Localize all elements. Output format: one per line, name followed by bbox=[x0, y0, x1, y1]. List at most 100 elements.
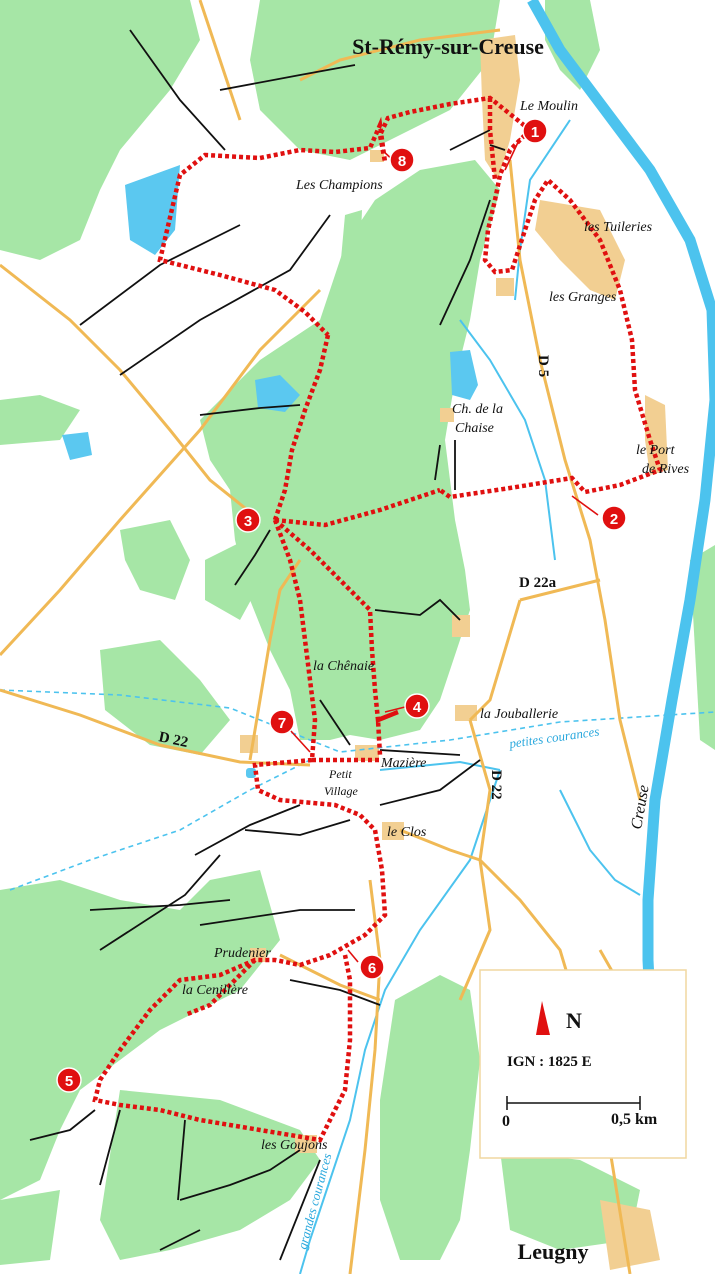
trail-23 bbox=[177, 1119, 186, 1201]
road-clos bbox=[399, 828, 481, 862]
settlement-port bbox=[645, 395, 668, 475]
road-d22-west bbox=[0, 688, 311, 767]
lake-central bbox=[255, 375, 300, 412]
town-label-north: St-Rémy-sur-Creuse bbox=[352, 34, 544, 59]
place-label-petit-line2: Village bbox=[324, 784, 358, 798]
settlement-chenaie bbox=[452, 615, 470, 637]
legend-box: N IGN : 1825 E 0 0,5 km bbox=[479, 969, 687, 1159]
road-long-west bbox=[0, 288, 322, 657]
forest-east-edge bbox=[690, 545, 715, 750]
place-label-le-moulin: Le Moulin bbox=[519, 99, 578, 114]
waypoint-number: 5 bbox=[65, 1073, 73, 1090]
stream-east bbox=[559, 789, 641, 896]
waypoint-marker[interactable]: 7 bbox=[269, 709, 295, 735]
forest-top-east bbox=[545, 0, 600, 90]
forest-top-center bbox=[250, 0, 500, 160]
town-label-south: Leugny bbox=[518, 1239, 589, 1264]
forest-central bbox=[200, 160, 500, 740]
place-label-le-clos: le Clos bbox=[387, 825, 427, 840]
waypoint-marker[interactable]: 2 bbox=[601, 505, 627, 531]
road-label-d22a: D 22a bbox=[519, 575, 557, 591]
place-label-prudenier: Prudenier bbox=[213, 946, 271, 961]
road-labels: D 5 D 22a D 22 D 22 bbox=[157, 355, 556, 800]
river-small-channel bbox=[514, 119, 571, 301]
waypoint-marker[interactable]: 5 bbox=[56, 1067, 82, 1093]
trail-27 bbox=[489, 144, 506, 151]
route-cenillere-loop bbox=[92, 954, 353, 1143]
trail-17 bbox=[99, 854, 221, 951]
stream-chaise bbox=[459, 319, 556, 561]
trail-18 bbox=[199, 909, 355, 926]
trail-12 bbox=[319, 699, 351, 746]
road-top-center bbox=[198, 0, 242, 121]
forest-left-edge bbox=[0, 395, 80, 445]
place-label-les-tuileries: les Tuileries bbox=[584, 220, 653, 235]
forest-far-southwest bbox=[0, 1190, 60, 1265]
trail-1 bbox=[129, 29, 226, 151]
road-south-west bbox=[348, 879, 382, 1274]
waypoint-marker[interactable]: 6 bbox=[359, 954, 385, 980]
lake-chaise bbox=[450, 350, 478, 400]
trail-5 bbox=[199, 404, 301, 416]
trail-19 bbox=[244, 819, 351, 836]
waypoint-marker[interactable]: 3 bbox=[235, 507, 261, 533]
legend-north-label: N bbox=[566, 1008, 582, 1033]
route-champions-loop bbox=[487, 98, 498, 181]
trail-11 bbox=[374, 598, 461, 621]
forest-southwest-2 bbox=[100, 1090, 320, 1260]
waypoints: 1 2 3 4 5 6 7 8 bbox=[56, 118, 627, 1093]
place-label-port-line2: de Rives bbox=[642, 462, 690, 477]
waypoint-number: 4 bbox=[413, 699, 422, 716]
lake-tiny bbox=[246, 768, 256, 778]
settlement-champions bbox=[370, 150, 384, 162]
trail-2 bbox=[219, 64, 356, 91]
waypoint-marker[interactable]: 4 bbox=[404, 693, 430, 719]
place-label-la-jouballerie: la Jouballerie bbox=[480, 707, 558, 722]
route-3-chenaie-east bbox=[273, 518, 399, 756]
waypoint-number: 7 bbox=[278, 715, 286, 732]
trail-20 bbox=[289, 979, 381, 1006]
road-d22a bbox=[519, 578, 601, 602]
waypoint-number: 6 bbox=[368, 960, 376, 977]
place-label-petit-line1: Petit bbox=[328, 767, 352, 781]
forest-northwest bbox=[0, 0, 200, 260]
forest-west-patch-2 bbox=[205, 540, 262, 620]
road-jouballerie bbox=[468, 599, 522, 722]
settlement-west bbox=[240, 735, 258, 753]
trail-13 bbox=[379, 749, 461, 756]
courance-sw bbox=[9, 759, 311, 891]
settlement-jouballerie bbox=[455, 705, 477, 721]
route-petit-village bbox=[184, 757, 388, 1018]
leader-4 bbox=[384, 706, 406, 713]
legend-map-ref: IGN : 1825 E bbox=[507, 1054, 592, 1070]
place-label-maziere: Mazière bbox=[380, 756, 426, 771]
stream-west bbox=[379, 760, 501, 771]
waypoint-marker[interactable]: 1 bbox=[522, 118, 548, 144]
forest-southeast bbox=[380, 975, 480, 1260]
trail-25 bbox=[159, 1229, 201, 1251]
leader-6 bbox=[347, 949, 359, 963]
route-to-3 bbox=[272, 334, 331, 521]
trail-21 bbox=[29, 1109, 96, 1141]
scale-bar bbox=[506, 1096, 641, 1110]
trail-8 bbox=[434, 444, 441, 481]
forest-west-patch-3 bbox=[100, 640, 230, 755]
leader-7 bbox=[289, 729, 311, 753]
place-label-les-goujons: les Goujons bbox=[261, 1138, 328, 1153]
trail-7 bbox=[439, 199, 491, 326]
route-3-east bbox=[274, 487, 441, 528]
trail-10 bbox=[234, 529, 271, 586]
trails bbox=[29, 29, 506, 1261]
trail-26 bbox=[279, 1159, 321, 1261]
courance-petite bbox=[0, 689, 715, 753]
road-label-d22-west: D 22 bbox=[157, 729, 189, 751]
waypoint-marker[interactable]: 8 bbox=[389, 147, 415, 173]
forest-west-patch bbox=[120, 520, 190, 600]
road-label-d5: D 5 bbox=[535, 355, 551, 377]
trail-14 bbox=[379, 759, 481, 806]
waypoint-number: 2 bbox=[610, 511, 618, 528]
river-creuse bbox=[527, 0, 715, 1001]
waypoint-number: 1 bbox=[531, 124, 539, 141]
